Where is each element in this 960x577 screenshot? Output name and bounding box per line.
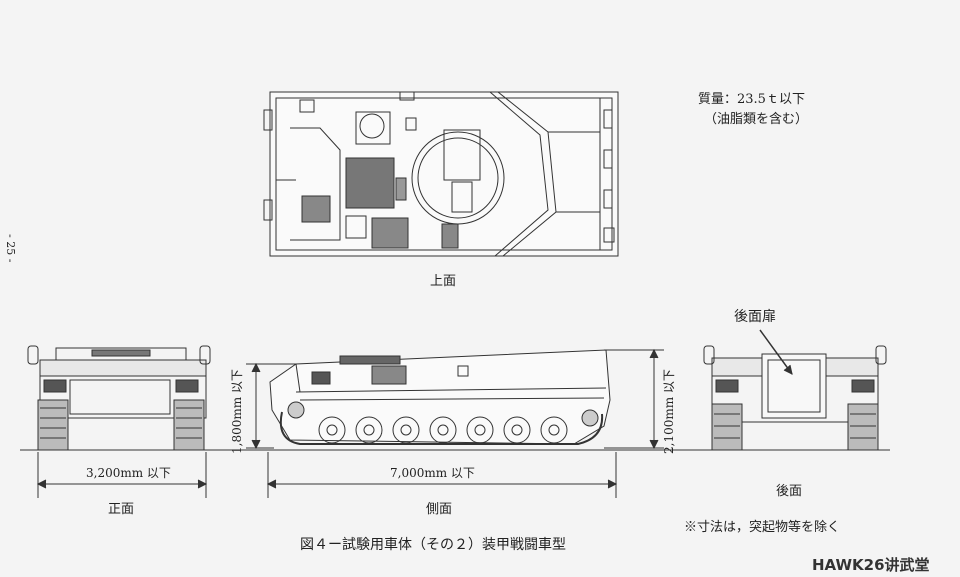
front-width-dimension: 3,200mm 以下 xyxy=(86,466,171,480)
figure-caption: 図４ー試験用車体（その２）装甲戦闘車型 xyxy=(300,537,566,553)
front-view-label: 正面 xyxy=(108,502,135,517)
watermark: HAWK26讲武堂 xyxy=(812,556,930,574)
top-view-drawing xyxy=(263,91,619,257)
side-length-dimension: 7,000mm 以下 xyxy=(390,466,475,480)
side-view-drawing xyxy=(246,348,664,498)
page-number: - 25 - xyxy=(4,234,17,263)
mass-note: （油脂類を含む） xyxy=(704,112,809,127)
side-height-dimension-1: 1,800mm 以下 xyxy=(230,369,244,454)
side-view-label: 側面 xyxy=(426,502,453,517)
rear-view-label: 後面 xyxy=(776,484,803,499)
dimension-note: ※寸法は，突起物等を除く xyxy=(684,520,841,535)
rear-door-label: 後面扉 xyxy=(734,309,776,325)
top-view-label: 上面 xyxy=(430,274,457,289)
side-height-dimension-2: 2,100mm 以下 xyxy=(662,369,676,454)
mass-label: 質量：23.5ｔ以下 xyxy=(698,92,805,107)
front-view-drawing xyxy=(27,345,211,498)
rear-view-drawing xyxy=(703,329,887,451)
